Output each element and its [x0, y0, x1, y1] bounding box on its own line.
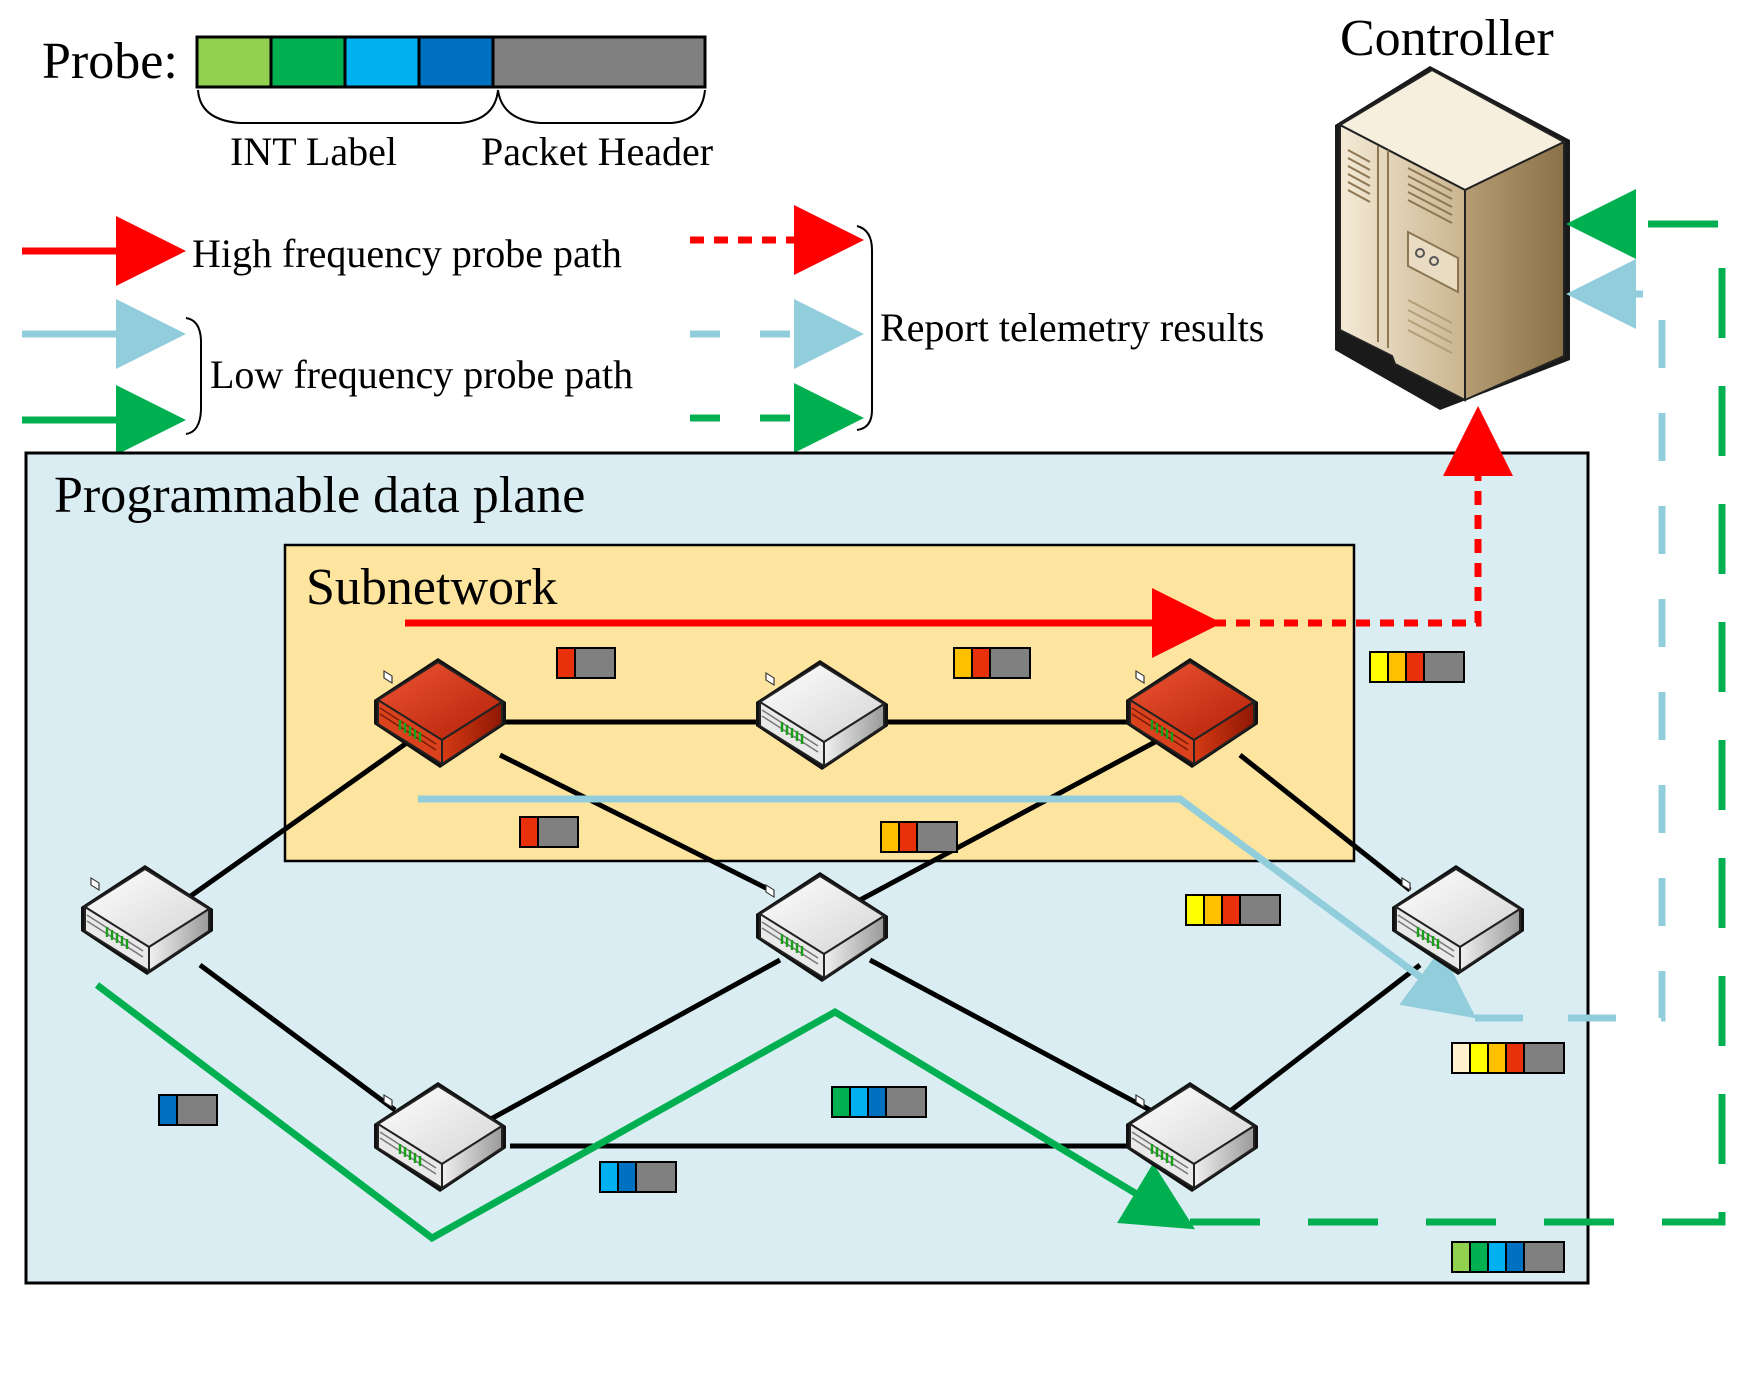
int-label-segment [898, 821, 918, 853]
int-label-segment [1469, 1241, 1489, 1273]
probe-segment-header [491, 35, 707, 89]
packet-header-segment [176, 1094, 218, 1126]
packet-header-segment [916, 821, 958, 853]
int-label-segment [849, 1086, 869, 1118]
int-label-segment [1487, 1042, 1507, 1074]
int-label-segment [1487, 1241, 1507, 1273]
report-label: Report telemetry results [880, 305, 1264, 350]
int-label-segment [599, 1161, 619, 1193]
server-tower-icon [1335, 66, 1570, 410]
probe-paths [94, 189, 1726, 1243]
network-links [176, 719, 1422, 1149]
int-label-segment [1469, 1042, 1489, 1074]
link [1238, 753, 1412, 892]
packet-header-caption: Packet Header [481, 129, 713, 174]
int-label-segment [1451, 1241, 1471, 1273]
legend: Probe: INT Label Packet Header High freq… [22, 33, 1264, 455]
subnetwork-label: Subnetwork [306, 559, 557, 616]
low-freq-green-path [94, 982, 1195, 1243]
link [198, 962, 397, 1113]
probe-packet [556, 647, 616, 679]
packet-header-segment [1523, 1042, 1565, 1074]
probe-packet [953, 647, 1031, 679]
int-label-segment [953, 647, 973, 679]
data-plane-label: Programmable data plane [54, 467, 585, 524]
int-label-segment [158, 1094, 178, 1126]
link [868, 957, 1152, 1113]
probe-segment-3 [343, 35, 421, 89]
int-label-segment [1221, 894, 1241, 926]
int-label-segment [867, 1086, 887, 1118]
int-label-segment [1505, 1241, 1525, 1273]
probe-segment-1 [195, 35, 273, 89]
controller-label: Controller [1340, 10, 1554, 67]
low-freq-blue-report-path [1475, 259, 1666, 1022]
probe-legend-bar [195, 35, 707, 89]
probe-packet [599, 1161, 677, 1193]
low-freq-blue-path [418, 795, 1477, 1019]
int-label-segment [556, 647, 576, 679]
packet-header-segment [1523, 1241, 1565, 1273]
probe-segment-4 [417, 35, 495, 89]
packet-header-segment [1423, 651, 1465, 683]
probe-segment-2 [269, 35, 347, 89]
int-label-segment [1203, 894, 1223, 926]
low-freq-brace [185, 317, 202, 435]
packet-header-segment [1239, 894, 1281, 926]
low-freq-green-report-path [1190, 189, 1726, 1226]
controller: Controller [1335, 10, 1570, 410]
probe-packet [158, 1094, 218, 1126]
int-label-brace [197, 89, 499, 124]
link [498, 752, 772, 893]
int-label-segment [1405, 651, 1425, 683]
int-label-segment [1369, 651, 1389, 683]
int-label-segment [519, 816, 539, 848]
packet-header-segment [574, 647, 616, 679]
packet-header-segment [989, 647, 1031, 679]
link [176, 739, 410, 908]
packet-header-segment [635, 1161, 677, 1193]
probe-packet [1185, 894, 1281, 926]
report-brace [856, 225, 873, 431]
int-label-segment [617, 1161, 637, 1193]
link [858, 739, 1157, 903]
probe-packet [1451, 1241, 1565, 1273]
int-label-segment [880, 821, 900, 853]
int-label-segment [1505, 1042, 1525, 1074]
int-label-segment [1451, 1042, 1471, 1074]
int-label-segment [1185, 894, 1205, 926]
link [1223, 963, 1422, 1117]
high-freq-report-path [1212, 406, 1513, 627]
probe-packets [158, 647, 1565, 1273]
probe-packet [519, 816, 579, 848]
int-label-segment [971, 647, 991, 679]
probe-packet [831, 1086, 927, 1118]
packet-header-segment [885, 1086, 927, 1118]
probe-packet [1451, 1042, 1565, 1074]
int-label-segment [1387, 651, 1407, 683]
low-freq-label: Low frequency probe path [210, 352, 633, 397]
probe-packet [1369, 651, 1465, 683]
probe-legend-label: Probe: [42, 33, 178, 90]
packet-header-brace [497, 89, 706, 124]
probe-packet [880, 821, 958, 853]
packet-header-segment [537, 816, 579, 848]
high-freq-label: High frequency probe path [192, 231, 622, 276]
int-label-segment [831, 1086, 851, 1118]
int-label-caption: INT Label [230, 129, 397, 174]
link [478, 957, 782, 1128]
